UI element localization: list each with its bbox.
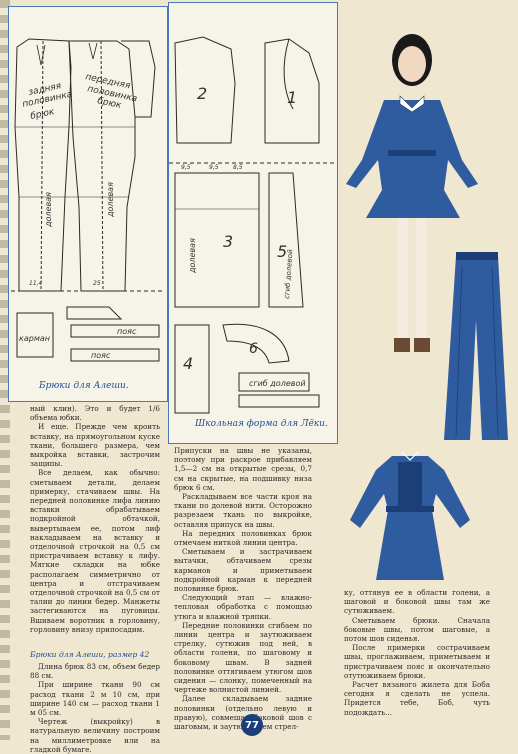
spiral-binding [0,0,10,740]
trousers-shape [444,256,508,440]
trousers-pattern-drawing: задняя половинка брюк передняя половинка… [11,38,165,362]
measure-piece3-top-a: 9,5 [181,164,191,171]
dress-illustration [350,451,470,580]
measure-front-hem: 25 [93,280,101,287]
girl-shoe-right [414,338,430,352]
col2-p6: Передние половинки сгибаем по линии цент… [174,620,312,695]
girl-belt [388,150,436,156]
facing-outline [66,306,123,320]
dress-pintuck-panel [398,462,422,506]
label-back-3: брюк [30,107,56,122]
piece-number-3: 3 [223,232,233,251]
piece-number-5: 5 [277,242,287,261]
label-fold-cuff: сгиб долевой [249,379,306,388]
caption-trousers: Брюки для Алеши. [39,381,129,391]
measure-piece3-top-b: 9,5 [209,164,219,171]
trousers-pattern-panel: задняя половинка брюк передняя половинка… [8,6,168,402]
col2-p1: Припуски на швы не указаны, поэтому при … [174,446,312,492]
col1-p2: И еще. Прежде чем кроить вставку, на пря… [30,422,160,469]
girl-face [398,46,426,82]
piece-2-outline [174,36,236,144]
girl-leg-left [398,218,408,338]
col1-p3: Все делаем, как обычно: сметываем детали… [30,468,160,634]
belt-outline-2 [70,348,160,362]
girl-leg-right [416,218,426,338]
measure-back-hem: 11,4 [29,280,43,287]
trousers-waistband [456,252,498,260]
label-grain-piece3: долевая [188,238,197,274]
piece-number-4: 4 [183,354,193,373]
col2-p2: Раскладываем все части кроя на ткани по … [174,492,312,529]
fly-outline [121,40,156,118]
label-fold-piece5: сгиб долевой [283,249,294,299]
pocket-outline [16,312,54,358]
front-half-outline [68,40,136,292]
girl-collar [399,95,425,113]
trousers-illustration [444,252,508,440]
cuff-outline [238,372,310,392]
text-column-2: Припуски на швы не указаны, поэтому при … [174,446,312,731]
label-pocket: карман [19,334,50,343]
col3-p2: Сметываем брюки. Сначала боковые швы, по… [344,615,490,644]
piece-6-outline [222,323,290,364]
girl-shoe-left [394,338,410,352]
belt-strip-outline [238,394,320,408]
piece-number-2: 2 [197,84,207,103]
col1-p6: Чертеж (выкройку) в натуральную величину… [30,717,160,754]
grain-line-front [100,40,104,292]
label-belt-1: пояс [117,327,137,336]
col3-p3: После примерки сострачиваем швы, проглаж… [344,643,490,680]
measure-piece3-top-c: 8,5 [233,164,243,171]
col1-p1: ный клин). Это и будет 1/6 объема юбки. [30,404,160,423]
col1-p4: Длина брюк 83 см, объем бедер 88 см. [30,662,160,681]
piece-5-outline [268,172,304,308]
girl-hair [392,34,432,86]
uniform-pattern-drawing: 2 1 3 5 4 6 долевая сгиб долевой сгиб до… [169,36,337,414]
page-number: 77 [241,714,263,736]
girl-in-uniform-illustration [346,34,478,352]
col2-p5: Следующий этап — влажно-тепловая обработ… [174,593,312,621]
caption-uniform: Школьная форма для Лёки. [195,419,328,429]
col1-p5: При ширине ткани 90 см расход ткани 2 м … [30,680,160,718]
trousers-crease-left [455,265,463,437]
piece-number-6: 6 [249,341,258,357]
dress-shape [350,456,470,580]
label-belt-2: пояс [91,351,111,360]
text-column-3: ку, оттянув ее в области голени, а шагов… [344,588,490,717]
girl-dress [346,100,478,218]
col3-p4: Расчет вязаного жилета для Боба сегодня … [344,680,490,717]
grain-line-back [40,40,44,292]
col3-p1: ку, оттянув ее в области голени, а шагов… [344,588,490,616]
text-column-1b: Длина брюк 83 см, объем бедер 88 см. При… [30,662,160,754]
armhole-1 [283,38,294,110]
front-dart [88,42,98,60]
label-grain-front: долевая [106,182,115,218]
subheading-trousers: Брюки для Алеши, размер 42 [30,650,150,659]
dress-collar [401,451,419,461]
col2-p4: Сметываем и застрачиваем вытачки, обтачи… [174,547,312,594]
label-grain-back: долевая [44,192,53,228]
piece-number-1: 1 [287,88,297,107]
belt-outline-1 [70,324,160,338]
piece-3-outline [174,172,260,308]
col2-p3: На передних половинках брюк отмечаем нит… [174,528,312,548]
piece-4-outline [174,324,210,414]
dress-belt [386,506,434,512]
back-dart [36,44,46,66]
trousers-crease-right [491,265,499,437]
text-column-1: ный клин). Это и будет 1/6 объема юбки. … [30,404,160,634]
uniform-pattern-panel: 2 1 3 5 4 6 долевая сгиб долевой сгиб до… [168,2,338,444]
